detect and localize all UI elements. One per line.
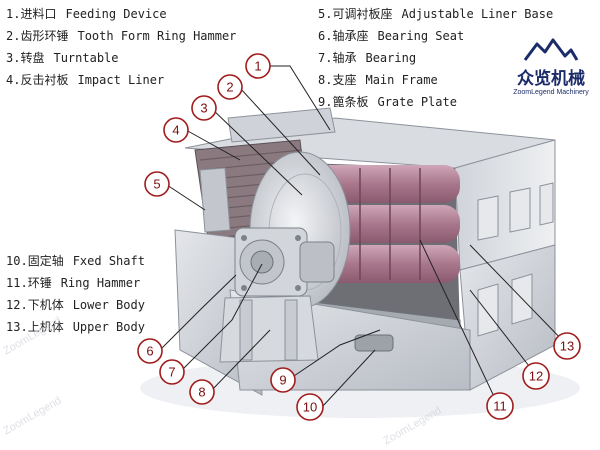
callout-7: 7 (159, 359, 185, 385)
svg-text:6: 6 (146, 344, 153, 359)
svg-text:12: 12 (529, 369, 543, 384)
callout-6: 6 (137, 338, 163, 364)
adjustable-liner-base (199, 167, 231, 233)
svg-text:4: 4 (172, 123, 179, 138)
callout-10: 10 (296, 393, 324, 421)
rib-flanges (477, 182, 554, 337)
callout-12: 12 (522, 362, 550, 390)
svg-text:7: 7 (168, 365, 175, 380)
callout-3: 3 (191, 95, 217, 121)
svg-text:8: 8 (198, 385, 205, 400)
main-frame-ribs (239, 299, 298, 361)
logo-en-text: ZoomLegend Machinery (513, 89, 589, 96)
svg-text:11: 11 (493, 399, 507, 414)
callout-9: 9 (270, 367, 296, 393)
callout-5: 5 (144, 171, 170, 197)
brand-logo: 众览机械 ZoomLegend Machinery (508, 38, 594, 96)
callout-8: 8 (189, 379, 215, 405)
svg-text:2: 2 (226, 80, 233, 95)
svg-text:9: 9 (279, 373, 286, 388)
svg-text:3: 3 (200, 101, 207, 116)
logo-cn-text: 众览机械 (517, 69, 585, 89)
leader-lines (159, 65, 568, 408)
callout-2: 2 (217, 74, 243, 100)
feeding-device (227, 107, 336, 143)
svg-text:10: 10 (303, 400, 317, 415)
svg-text:1: 1 (254, 59, 261, 74)
callout-13: 13 (553, 332, 581, 360)
main-frame (219, 295, 319, 363)
callout-11: 11 (486, 392, 514, 420)
callout-4: 4 (163, 117, 189, 143)
svg-text:5: 5 (153, 177, 160, 192)
mountain-logo-icon (523, 38, 579, 61)
bearing-seat (234, 227, 335, 297)
svg-text:13: 13 (560, 339, 574, 354)
callout-1: 1 (245, 53, 271, 79)
